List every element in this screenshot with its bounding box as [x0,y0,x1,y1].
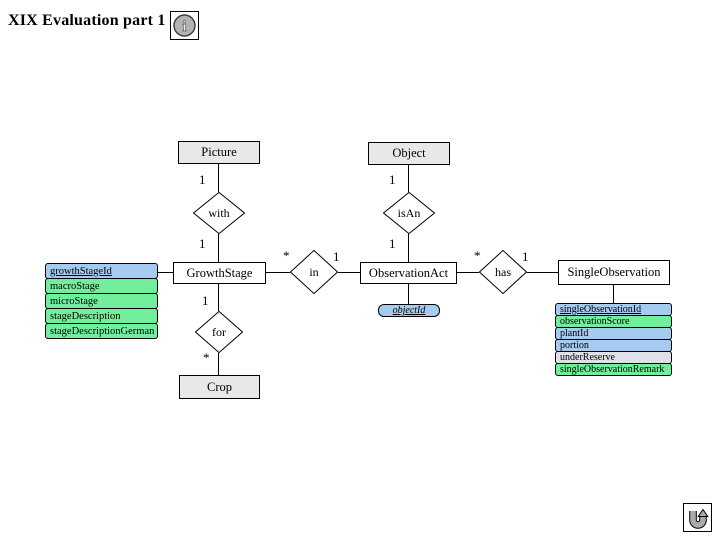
info-icon-glyph: i [173,14,196,37]
entity-growthstage-label: GrowthStage [186,265,253,280]
cardinality-for-top: 1 [202,293,209,308]
entity-singleobservation-label: SingleObservation [567,265,661,279]
line-has-singleobservation [527,272,558,273]
svg-text:i: i [182,19,186,35]
info-icon[interactable]: i [170,11,199,40]
relationship-has-label: has [495,264,511,279]
relationship-has: has [479,250,527,294]
entity-observationact-label: ObservationAct [368,265,449,280]
cardinality-isan-top: 1 [389,172,396,187]
diamond-shape [195,311,243,353]
entity-picture: Picture [178,141,260,164]
attribute-growthstageid: growthStageId [45,263,158,279]
u-turn-arrow-glyph [689,508,709,529]
attribute-macrostage: macroStage [45,278,158,294]
entity-object: Object [368,142,450,165]
line-picture-with [218,164,219,192]
attribute-singleobservationremark: singleObservationRemark [555,363,672,376]
relationship-for: for [195,311,243,353]
entity-object-label: Object [392,146,426,160]
relationship-isan: isAn [383,192,435,234]
entity-crop: Crop [179,375,260,399]
cardinality-with-bottom: 1 [199,236,206,251]
attribute-objectid: objectId [378,304,440,317]
line-observationact-objectid [408,284,409,304]
attribute-stagedescriptiongerman: stageDescriptionGerman [45,323,158,339]
line-growthstage-in [266,272,290,273]
line-for-crop [218,353,219,375]
growthstage-attribute-list: growthStageId macroStage microStage stag… [45,263,158,339]
cardinality-with-top: 1 [199,172,206,187]
cardinality-for-bottom: * [203,350,210,365]
page-title: XIX Evaluation part 1 [8,12,166,29]
line-with-growthstage [218,234,219,262]
line-singleobservation-attrs [613,285,614,303]
entity-crop-label: Crop [207,379,232,394]
relationship-with: with [193,192,245,234]
diamond-shape [193,192,245,234]
cardinality-in-right: 1 [333,249,340,264]
cardinality-isan-bottom: 1 [389,236,396,251]
cardinality-has-right: 1 [522,249,529,264]
u-turn-return-icon[interactable] [683,503,712,532]
relationship-in-label: in [309,264,319,279]
attribute-stagedescription: stageDescription [45,308,158,324]
relationship-in: in [290,250,338,294]
diamond-shape [383,192,435,234]
line-in-observationact [338,272,360,273]
cardinality-in-left: * [283,248,290,263]
line-growthstage-for [218,284,219,311]
relationship-with-label: with [208,205,230,220]
line-attrs-growthstage [158,272,173,273]
entity-observationact: ObservationAct [360,262,457,284]
line-object-isan [408,165,409,192]
line-isan-observationact [408,234,409,262]
entity-singleobservation: SingleObservation [558,260,670,285]
relationship-isan-label: isAn [397,205,421,220]
relationship-for-label: for [212,324,226,339]
singleobservation-attribute-list: singleObservationId observationScore pla… [555,303,672,376]
entity-growthstage: GrowthStage [173,262,266,284]
line-observationact-has [457,272,479,273]
cardinality-has-left: * [474,248,481,263]
diamond-shape [290,250,338,294]
entity-picture-label: Picture [201,145,237,159]
diamond-shape [479,250,527,294]
attribute-microstage: microStage [45,293,158,309]
